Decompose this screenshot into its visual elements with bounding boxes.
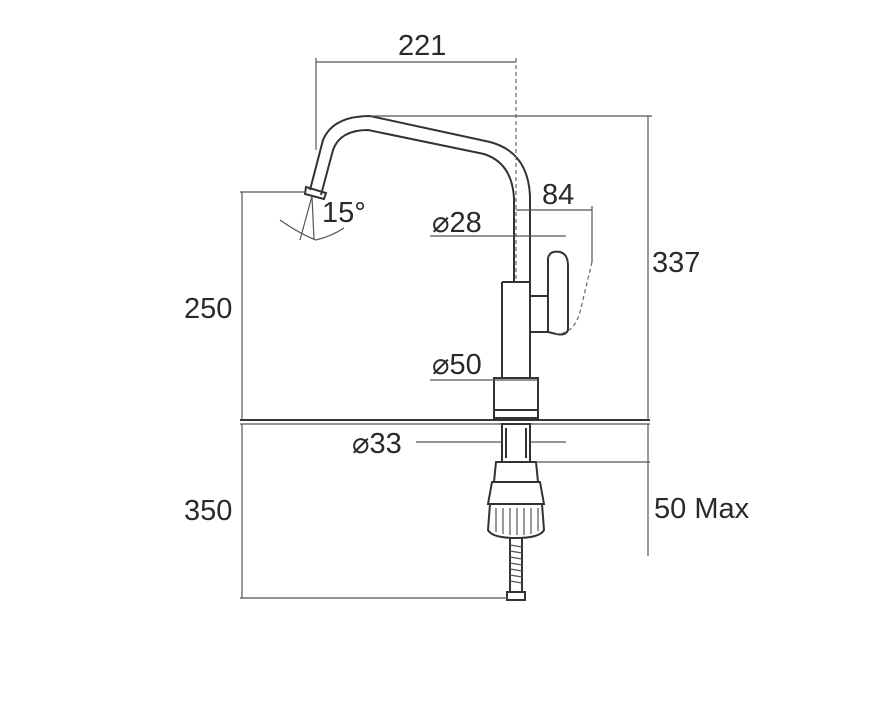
mounting-nut [486,461,546,540]
lever-hub [530,295,548,333]
dimension-lines [240,58,652,599]
dim-below-counter: 350 [184,495,232,527]
dim-counter-thickness: 50 Max [654,493,750,525]
dim-shank-diameter: ⌀33 [352,428,402,460]
dim-spout-angle: 15° [322,197,366,229]
dim-spout-reach: 221 [398,30,446,62]
base [493,377,539,419]
dim-body-diameter: ⌀50 [432,349,482,381]
rod-end [506,591,526,601]
body [501,281,531,378]
rod-threads [509,544,523,584]
dim-spout-diameter: ⌀28 [432,207,482,239]
spout [309,114,531,282]
spout-inner-edge [320,128,515,282]
dim-spout-height: 250 [184,293,232,325]
dim-total-height: 337 [652,247,700,279]
shank [501,423,531,463]
nut-ribs [495,508,539,535]
faucet-outline [240,114,650,601]
dim-lever-reach: 84 [542,179,574,211]
lever-swing-arc [555,261,593,335]
angle-arc [279,219,345,241]
lever [547,250,569,336]
